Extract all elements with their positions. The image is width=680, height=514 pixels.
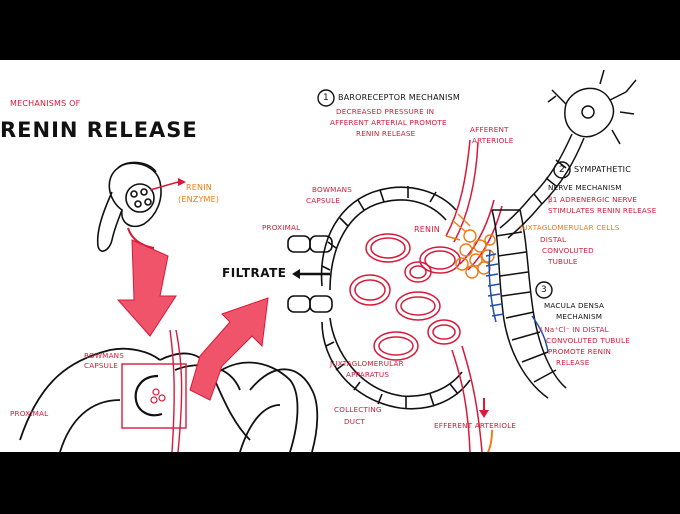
bowmans-label-left-1: BOWMANS — [84, 351, 125, 360]
distal-label-2: CONVOLUTED — [542, 246, 594, 255]
distal-tubule — [491, 209, 567, 399]
proximal-label-center: PROXIMAL — [262, 223, 301, 232]
bowmans-label-center-2: CAPSULE — [306, 196, 341, 205]
mechanism-2-title-1: SYMPATHETIC — [574, 165, 632, 174]
kidney-illustration — [96, 161, 162, 252]
collecting-label-1: COLLECTING — [334, 405, 382, 414]
mechanism-2-number: 2 — [559, 165, 565, 175]
whiteboard-diagram: MECHANISMS OF RENIN RELEASE RENIN (ENZYM… — [0, 60, 680, 452]
mechanism-3-desc-3: PROMOTE RENIN — [548, 347, 612, 356]
pink-arrow-down — [116, 239, 177, 337]
juxtaglomerular-cells — [451, 213, 496, 279]
mechanism-3-number: 3 — [541, 285, 547, 295]
enzyme-label: (ENZYME) — [178, 195, 220, 204]
bowmans-label-center-1: BOWMANS — [312, 185, 353, 194]
afferent-label-1: AFFERENT — [470, 125, 509, 134]
efferent-label: EFFERENT ARTERIOLE — [434, 421, 517, 430]
bowmans-capsule — [320, 186, 471, 410]
distal-label-3: TUBULE — [548, 257, 578, 266]
mechanism-2-title-2: NERVE MECHANISM — [548, 183, 622, 192]
jg-cells-label: JUXTAGLOMERULAR CELLS — [520, 223, 620, 232]
diagram-drawing — [19, 69, 637, 452]
afferent-label-2: ARTERIOLE — [472, 136, 514, 145]
mechanism-2-circle — [553, 161, 571, 179]
glomerular-capillaries — [349, 233, 461, 361]
zoom-box — [121, 363, 187, 429]
mechanism-1-title: BARORECEPTOR MECHANISM — [338, 93, 460, 102]
renin-pointer-arrow — [149, 181, 179, 191]
macula-densa-cells — [485, 249, 549, 353]
mechanism-1-desc-3: RENIN RELEASE — [356, 129, 416, 138]
mechanism-2-desc-2: STIMULATES RENIN RELEASE — [548, 206, 657, 215]
distal-label-1: DISTAL — [540, 235, 567, 244]
collecting-label-2: DUCT — [344, 417, 366, 426]
proximal-label-left: PROXIMAL — [10, 409, 49, 418]
proximal-tubule — [287, 235, 333, 313]
mechanism-3-desc-2: CONVOLUTED TUBULE — [546, 336, 630, 345]
pink-arrow-up — [189, 297, 269, 401]
mechanism-3-circle — [535, 281, 553, 299]
jga-label-2: APPARATUS — [346, 370, 390, 379]
mechanism-2-desc-1: β1 ADRENERGIC NERVE — [548, 195, 638, 204]
mechanism-3-title-1: MACULA DENSA — [544, 301, 605, 310]
renin-label: RENIN — [186, 183, 212, 192]
efferent-arteriole — [451, 345, 483, 452]
renin-label-center: RENIN — [414, 225, 440, 234]
title-line-1: MECHANISMS OF — [10, 99, 81, 108]
mechanism-1-circle — [317, 89, 335, 107]
mechanism-3-title-2: MECHANISM — [556, 312, 603, 321]
filtrate-label: FILTRATE — [222, 266, 287, 280]
page-title: RENIN RELEASE — [0, 118, 198, 142]
mechanism-3-desc-4: RELEASE — [556, 358, 590, 367]
mechanism-1-number: 1 — [323, 93, 329, 103]
mechanism-1-desc-1: DECREASED PRESSURE IN — [336, 107, 435, 116]
jga-label-1: JUXTAGLOMERULAR — [330, 359, 404, 368]
bowmans-label-left-2: CAPSULE — [84, 361, 119, 370]
mechanism-1-desc-2: AFFERENT ARTERIAL PROMOTE — [330, 118, 447, 127]
mechanism-3-desc-1: ↓Na⁺Cl⁻ IN DISTAL — [538, 325, 609, 334]
